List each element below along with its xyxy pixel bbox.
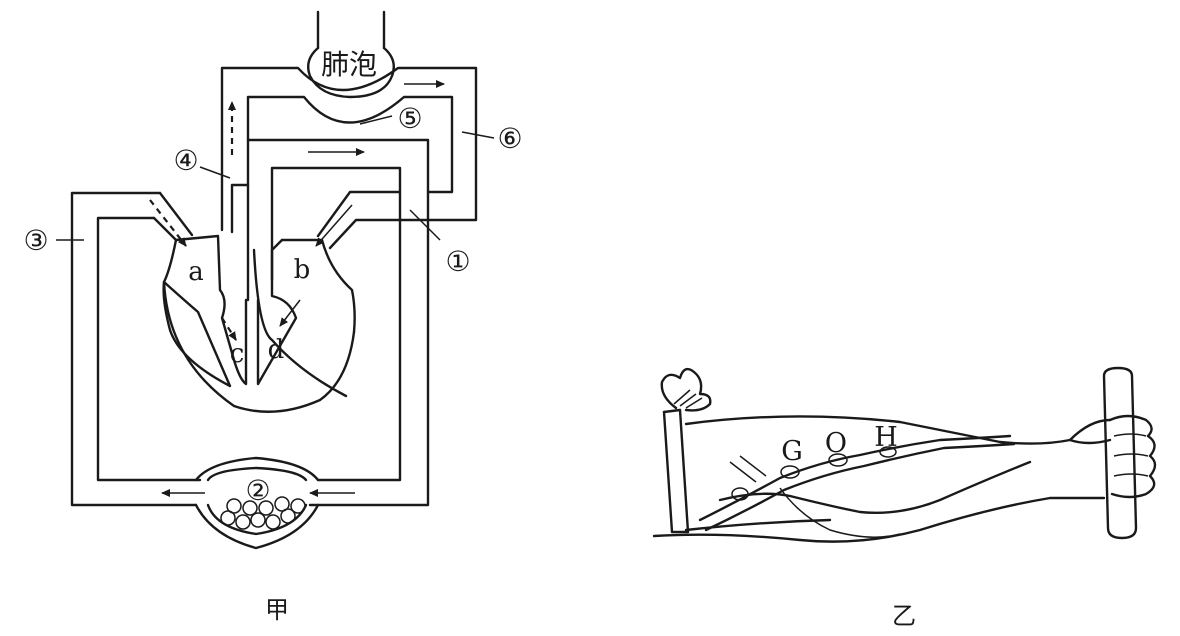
vessel-1-callout: ①: [409, 209, 471, 278]
alveolus: 肺泡: [307, 46, 395, 99]
tissue-capillary-bed: [194, 456, 320, 550]
vessel-2-callout: ②: [245, 474, 270, 507]
systemic-circuit: [70, 138, 430, 507]
chamber-d-label: d: [268, 335, 285, 365]
circulation-diagram: 肺泡: [23, 10, 523, 550]
vessel-4-callout: ④: [173, 144, 231, 179]
vessel-2-label: ②: [245, 474, 270, 507]
pulmonary-circuit: [220, 66, 478, 234]
figure-yi-caption: 乙: [892, 602, 916, 630]
chamber-a-label: a: [188, 257, 204, 287]
trachea: [316, 10, 386, 50]
vessel-6-callout: ⑥: [461, 122, 523, 155]
vena-cava: [149, 191, 194, 247]
pulmonary-vein: [315, 190, 402, 250]
veins: [698, 434, 1032, 538]
point-g-label: G: [781, 436, 803, 467]
hand: [1068, 366, 1157, 540]
figure-jia-caption: 甲: [265, 596, 289, 624]
vessel-3-callout: ③: [23, 224, 84, 257]
vessel-3-label: ③: [23, 224, 48, 257]
heart: [162, 234, 356, 413]
vessel-1-label: ①: [445, 245, 470, 278]
chamber-b-label: b: [294, 255, 311, 285]
vessel-6-label: ⑥: [497, 122, 522, 155]
point-o-label: O: [825, 428, 847, 459]
alveolus-label: 肺泡: [321, 48, 377, 81]
chamber-c-label: c: [230, 339, 245, 369]
tourniquet: [660, 367, 712, 534]
point-h-label: H: [874, 422, 898, 453]
vessel-4-label: ④: [173, 144, 198, 177]
flow-arrows: [161, 80, 445, 497]
forearm-illustration: G O H: [652, 366, 1157, 543]
vessel-5-label: ⑤: [397, 102, 422, 135]
vessel-5-callout: ⑤: [359, 102, 423, 135]
